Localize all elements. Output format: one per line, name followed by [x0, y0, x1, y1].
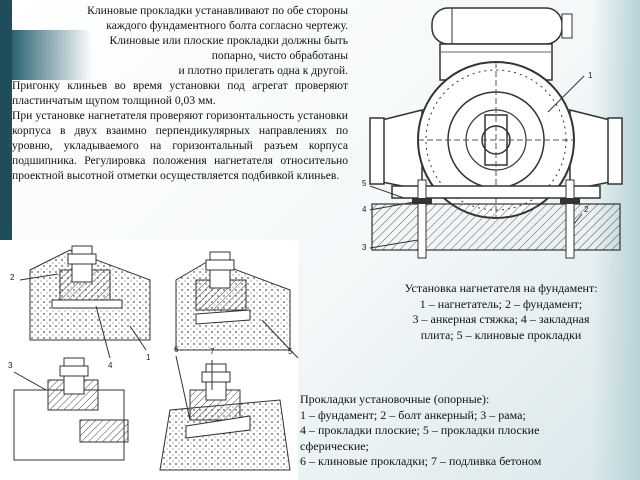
caption-bottom-line-3: 4 – прокладки плоские; 5 – прокладки пло… [300, 423, 540, 437]
pad-view-3 [13, 357, 129, 461]
callout-2: 2 [584, 205, 589, 214]
caption-right-line-1: Установка нагнетателя на фундамент: [404, 281, 598, 295]
accent-bar-gradient [12, 30, 92, 80]
caption-right-line-4: плита; 5 – клиновые прокладки [420, 327, 582, 342]
pad-callout-1: 1 [146, 353, 151, 362]
pad-view-1 [29, 245, 151, 341]
pad-view-2 [175, 251, 291, 351]
caption-bottom-line-5: 6 – клиновые прокладки; 7 – подливка бет… [300, 454, 542, 468]
caption-bottom-line-1: Прокладки установочные (опорные): [300, 392, 490, 406]
intro-line-5: и плотно прилегать одна к другой. [178, 64, 348, 77]
callout-1: 1 [588, 71, 593, 80]
pad-callout-5: 5 [288, 347, 293, 356]
caption-right-line-3: 3 – анкерная стяжка; 4 – закладная [412, 312, 590, 326]
pad-callout-2: 2 [10, 273, 15, 282]
pad-callout-7: 7 [210, 347, 215, 356]
accent-bar [0, 0, 12, 250]
support-pads-drawing: 2 4 1 3 6 7 5 [0, 240, 298, 480]
pad-callout-3: 3 [8, 361, 13, 370]
intro-line-1: Клиновые прокладки устанавливают по обе … [87, 4, 348, 17]
pad-callout-6: 6 [174, 345, 179, 354]
paragraph-blower-install: При установке нагнетателя проверяют гори… [12, 109, 348, 182]
blower-foundation-drawing: 1 2 5 4 3 [362, 7, 623, 259]
caption-bottom-line-4: сферические; [300, 438, 369, 453]
intro-line-4: попарно, чисто обработаны [211, 49, 348, 62]
callout-4: 4 [362, 205, 367, 214]
caption-blower-foundation: Установка нагнетателя на фундамент: 1 – … [372, 281, 630, 343]
caption-right-line-2: 1 – нагнетатель; 2 – фундамент; [419, 296, 583, 311]
main-text: Клиновые прокладки устанавливают по обе … [12, 3, 348, 183]
pad-callout-4: 4 [108, 361, 113, 370]
callout-5: 5 [362, 179, 367, 188]
pad-view-4 [159, 363, 291, 471]
callout-3: 3 [362, 243, 367, 252]
paragraph-wedge-check: Пригонку клиньев во время установки под … [12, 79, 348, 107]
caption-support-pads: Прокладки установочные (опорные): 1 – фу… [300, 392, 636, 470]
caption-bottom-line-2: 1 – фундамент; 2 – болт анкерный; 3 – ра… [300, 407, 526, 422]
intro-line-2: каждого фундаментного болта согласно чер… [106, 19, 348, 32]
intro-line-3: Клиновые или плоские прокладки должны бы… [109, 34, 349, 47]
